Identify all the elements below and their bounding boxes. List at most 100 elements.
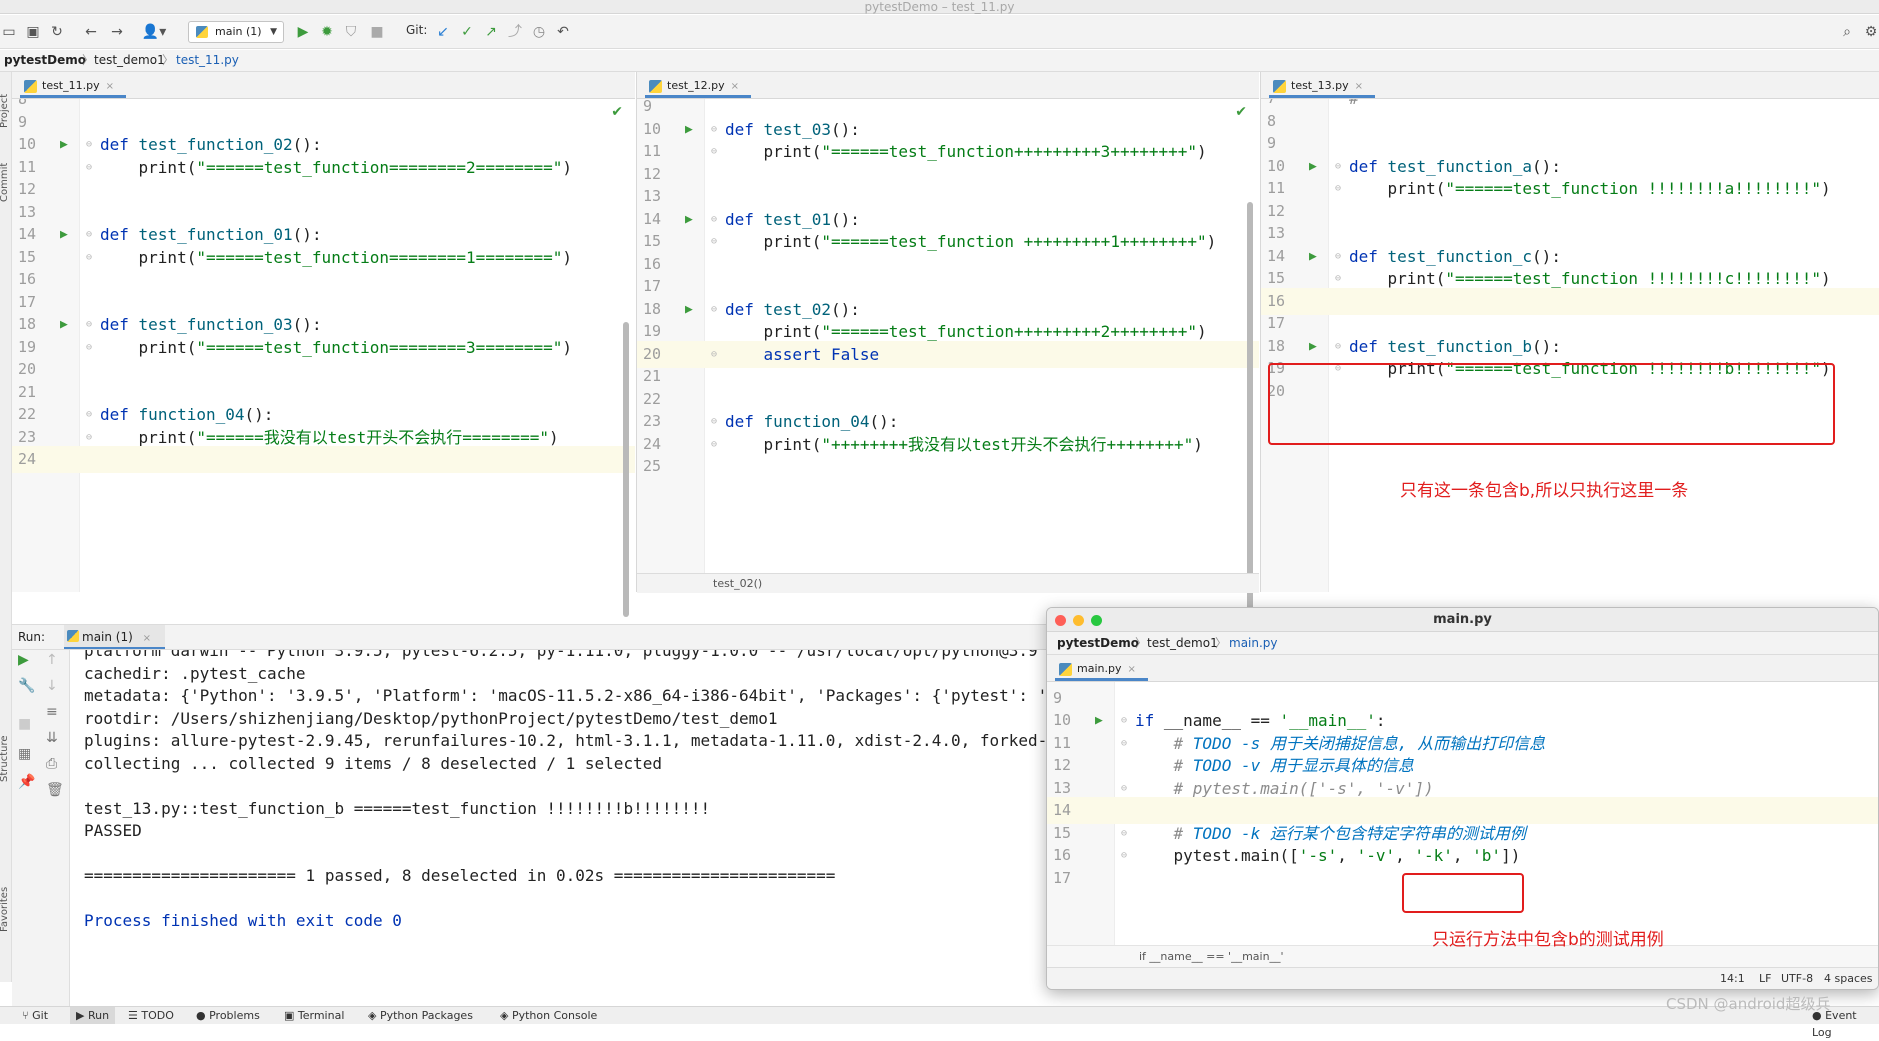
code-line[interactable]: 12 <box>1261 198 1879 225</box>
close-icon[interactable]: × <box>1127 664 1136 675</box>
fold-marker-icon[interactable]: ⊖ <box>1335 183 1342 194</box>
commit-tool-button[interactable]: Commit <box>0 162 10 202</box>
run-gutter-icon[interactable]: ▶ <box>685 301 693 317</box>
fold-marker-icon[interactable]: ⊖ <box>711 236 718 247</box>
close-icon[interactable]: × <box>142 633 152 644</box>
run-gutter-icon[interactable]: ▶ <box>1309 338 1317 354</box>
breadcrumb-folder[interactable]: test_demo1 <box>1147 636 1218 650</box>
fold-marker-icon[interactable]: ⊖ <box>1335 160 1342 172</box>
code-line[interactable]: 17 <box>1261 310 1879 337</box>
bottom-tab-todo[interactable]: ☰ TODO <box>128 1009 174 1022</box>
code-line[interactable]: 8 <box>12 99 635 113</box>
back-arrow-icon[interactable]: ← <box>85 24 97 40</box>
fold-marker-icon[interactable]: ⊖ <box>711 348 718 360</box>
git-update-icon[interactable]: ↙ <box>437 24 449 40</box>
code-line[interactable]: 7# <box>1261 99 1879 112</box>
code-line[interactable]: 17 <box>1047 865 1878 892</box>
code-line[interactable]: 10▶⊖def test_03(): <box>637 116 1259 143</box>
fold-marker-icon[interactable]: ⊖ <box>1335 363 1342 374</box>
soft-wrap-icon[interactable]: ≡ <box>46 704 58 720</box>
search-icon[interactable]: ⌕ <box>1843 24 1851 40</box>
code-line[interactable]: 17 <box>637 273 1259 300</box>
fold-marker-icon[interactable]: ⊖ <box>711 416 718 427</box>
code-line[interactable]: 10▶⊖def test_function_02(): <box>12 131 635 158</box>
fold-marker-icon[interactable]: ⊖ <box>1121 850 1128 861</box>
code-line[interactable]: 14▶⊖def test_01(): <box>637 206 1259 233</box>
code-line[interactable]: 14 <box>1047 797 1878 824</box>
run-gutter-icon[interactable]: ▶ <box>1309 158 1317 174</box>
code-line[interactable]: 9 <box>1261 130 1879 157</box>
project-tool-button[interactable]: Project <box>0 93 10 128</box>
layout-icon[interactable]: ▦ <box>18 746 32 762</box>
code-line[interactable]: 24 <box>12 446 635 473</box>
bottom-tab-python-packages[interactable]: ◈ Python Packages <box>368 1009 473 1022</box>
editor-scrollbar[interactable] <box>1247 202 1253 612</box>
code-line[interactable]: 18▶⊖def test_function_b(): <box>1261 333 1879 360</box>
stop-icon[interactable]: ■ <box>370 24 384 40</box>
code-line[interactable]: 9 <box>637 99 1259 120</box>
code-line[interactable]: 14▶⊖def test_function_01(): <box>12 221 635 248</box>
fold-marker-icon[interactable]: ⊖ <box>86 251 93 263</box>
run-tab[interactable]: main (1) × <box>64 625 166 649</box>
fold-marker-icon[interactable]: ⊖ <box>1121 737 1128 749</box>
fold-marker-icon[interactable]: ⊖ <box>86 431 93 443</box>
trash-icon[interactable]: 🗑 <box>46 782 64 798</box>
code-line[interactable]: 25 <box>637 453 1259 480</box>
code-line[interactable]: 19⊖ print("======test_function========3=… <box>12 334 635 361</box>
fold-marker-icon[interactable]: ⊖ <box>1121 827 1128 839</box>
coverage-icon[interactable]: ⛉ <box>345 24 357 40</box>
rollback-icon[interactable]: ↶ <box>557 24 569 40</box>
print-icon[interactable]: ⎙ <box>46 756 58 772</box>
code-line[interactable]: 18▶⊖def test_function_03(): <box>12 311 635 338</box>
scroll-down-icon[interactable]: ↓ <box>46 678 58 694</box>
code-line[interactable]: 12 <box>12 176 635 203</box>
bottom-tab-python-console[interactable]: ◈ Python Console <box>500 1009 598 1022</box>
history-icon[interactable]: ◷ <box>532 24 546 40</box>
inspection-ok-icon[interactable]: ✔ <box>611 104 623 120</box>
minimize-window-button[interactable] <box>1073 615 1084 626</box>
zoom-window-button[interactable] <box>1091 615 1102 626</box>
code-line[interactable]: 16 <box>1261 287 1879 315</box>
tab-main-py[interactable]: main.py× <box>1055 659 1148 681</box>
git-push-icon[interactable]: ↗ <box>485 24 497 40</box>
code-line[interactable]: 10▶⊖def test_function_a(): <box>1261 153 1879 180</box>
code-line[interactable]: 9 <box>1047 685 1878 712</box>
indent-setting[interactable]: 4 spaces <box>1824 972 1873 985</box>
run-gutter-icon[interactable]: ▶ <box>685 211 693 227</box>
user-icon[interactable]: 👤▾ <box>141 24 167 40</box>
breadcrumb-file[interactable]: main.py <box>1229 636 1278 650</box>
caret-position[interactable]: 14:1 <box>1720 972 1745 985</box>
code-line[interactable]: 23⊖def function_04(): <box>637 408 1259 435</box>
code-line[interactable]: 10▶⊖if __name__ == '__main__': <box>1047 707 1878 734</box>
file-encoding[interactable]: UTF-8 <box>1781 972 1814 985</box>
sync-icon[interactable]: ↻ <box>51 24 63 40</box>
tab-test-13[interactable]: test_13.py× <box>1269 76 1376 98</box>
stop-icon[interactable]: ■ <box>18 716 32 732</box>
breadcrumb-project[interactable]: pytestDemo <box>1057 636 1140 650</box>
bottom-tab-terminal[interactable]: ▣ Terminal <box>284 1009 345 1022</box>
code-line[interactable]: 19 print("======test_function+++++++++2+… <box>637 318 1259 345</box>
inspection-ok-icon[interactable]: ✔ <box>1235 104 1247 120</box>
fold-marker-icon[interactable]: ⊖ <box>86 341 93 353</box>
fold-marker-icon[interactable]: ⊖ <box>711 146 718 157</box>
fold-marker-icon[interactable]: ⊖ <box>86 409 93 420</box>
close-icon[interactable]: × <box>1354 81 1364 92</box>
fold-marker-icon[interactable]: ⊖ <box>711 123 718 135</box>
run-gutter-icon[interactable]: ▶ <box>60 227 68 242</box>
bottom-tab-problems[interactable]: ● Problems <box>196 1009 260 1022</box>
code-line[interactable]: 14▶⊖def test_function_c(): <box>1261 243 1879 270</box>
scroll-to-end-icon[interactable]: ⇊ <box>46 730 58 746</box>
code-line[interactable]: 13 <box>12 199 635 226</box>
pin-icon[interactable]: 📌 <box>18 774 36 790</box>
forward-arrow-icon[interactable]: → <box>111 24 123 40</box>
run-gutter-icon[interactable]: ▶ <box>60 137 68 152</box>
code-line[interactable]: 13 <box>1261 220 1879 247</box>
close-icon[interactable]: × <box>730 81 740 92</box>
structure-tool-button[interactable]: Structure <box>0 735 10 782</box>
code-line[interactable]: 16 <box>12 266 635 293</box>
code-line[interactable]: 20⊖ assert False <box>637 340 1259 368</box>
fold-marker-icon[interactable]: ⊖ <box>711 438 718 450</box>
